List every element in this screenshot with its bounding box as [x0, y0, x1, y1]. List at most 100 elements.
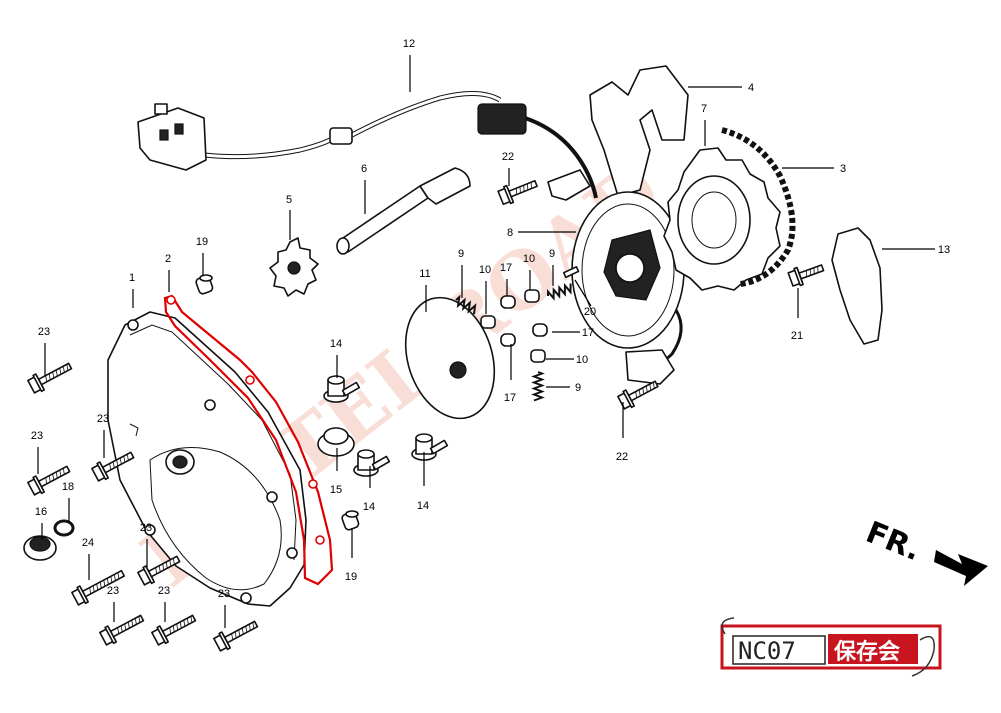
- callout-number: 12: [403, 38, 415, 50]
- flange-bolt-14-part[interactable]: [411, 433, 449, 461]
- special-bolt-15-part[interactable]: [317, 427, 355, 457]
- bolt-23-part[interactable]: [137, 551, 183, 587]
- callout-number: 15: [330, 484, 342, 496]
- callout-number: 10: [576, 354, 588, 366]
- callout-number: 6: [361, 163, 367, 175]
- cap-17-part[interactable]: [532, 323, 548, 337]
- callout-number: 5: [286, 194, 292, 206]
- direction-arrow-icon: [934, 550, 988, 586]
- chain-guide-part[interactable]: [589, 65, 689, 197]
- flange-bolt-14-part[interactable]: [323, 375, 361, 403]
- callout-plate: 11: [419, 268, 431, 312]
- callout-number: 23: [107, 585, 119, 597]
- callout-number: 23: [218, 588, 230, 600]
- callout-bolt: 22: [502, 151, 514, 186]
- spring-9-part[interactable]: [531, 371, 545, 402]
- callout-number: 23: [97, 413, 109, 425]
- callout-number: 8: [507, 227, 513, 239]
- callout-cap: 17: [500, 262, 512, 296]
- callout-number: 11: [419, 268, 430, 280]
- plug-16-part[interactable]: [23, 535, 57, 561]
- bolt-23-part[interactable]: [27, 461, 73, 497]
- callout-number: 23: [158, 585, 170, 597]
- bolt-23-part[interactable]: [151, 610, 198, 647]
- callout-number: 22: [616, 451, 628, 463]
- bolt-23-part[interactable]: [27, 358, 74, 395]
- callout-chain: 3: [782, 163, 846, 175]
- o-ring-18-part[interactable]: [53, 519, 75, 537]
- callout-number: 10: [479, 264, 491, 276]
- callout-bolt: 23: [140, 522, 152, 568]
- callout-gasket: 2: [165, 253, 171, 292]
- callout-number: 14: [363, 501, 375, 513]
- callout-number: 14: [330, 338, 342, 350]
- callout-number: 2: [165, 253, 171, 265]
- wire-harness-part[interactable]: [137, 91, 598, 199]
- roller-10-part[interactable]: [480, 315, 496, 329]
- callout-number: 17: [504, 392, 516, 404]
- cap-17-part[interactable]: [500, 333, 516, 347]
- callout-number: 23: [38, 326, 50, 338]
- bolt-23-part[interactable]: [99, 610, 146, 647]
- front-direction-indicator: FR.: [861, 515, 988, 586]
- cover-part[interactable]: [107, 311, 307, 607]
- callout-number: 19: [345, 571, 357, 583]
- bolt-23-part[interactable]: [213, 616, 260, 653]
- shaft-part[interactable]: [336, 167, 471, 255]
- dragon-emblem-icon: [721, 617, 935, 677]
- callout-number: 1: [129, 272, 135, 284]
- callout-bolt: 23: [97, 413, 109, 458]
- callout-spring: 9: [458, 248, 464, 298]
- spring-9-part[interactable]: [547, 282, 574, 301]
- callout-roller: 10: [479, 264, 491, 314]
- callout-bolt: 22: [616, 402, 628, 463]
- callout-number: 9: [549, 248, 555, 260]
- callout-cap: 17: [552, 327, 594, 339]
- tensioner-part[interactable]: [831, 227, 883, 345]
- callout-chain-guide: 4: [688, 82, 754, 94]
- small-sprocket-part[interactable]: [269, 237, 319, 297]
- dowel-19-part[interactable]: [341, 510, 360, 531]
- bracket-part[interactable]: [547, 169, 591, 201]
- callout-number: 23: [140, 522, 152, 534]
- bolt-21-part[interactable]: [787, 259, 826, 288]
- bolt-24-part[interactable]: [71, 565, 127, 606]
- sprocket-part[interactable]: [663, 147, 781, 291]
- callout-cover: 1: [129, 272, 135, 308]
- callout-shaft: 6: [361, 163, 367, 214]
- gasket-part[interactable]: [163, 294, 334, 586]
- club-badge: NC07 保存会: [720, 617, 942, 677]
- callout-small-sprocket: 5: [286, 194, 292, 240]
- callout-number: 22: [502, 151, 514, 163]
- chain-part[interactable]: [721, 127, 796, 287]
- badge-code: NC07: [738, 637, 796, 665]
- cap-17-part[interactable]: [500, 295, 516, 309]
- callout-roller: 10: [546, 354, 588, 366]
- dowel-19-part[interactable]: [195, 274, 214, 295]
- callout-dowel: 19: [196, 236, 208, 276]
- roller-10-part[interactable]: [530, 349, 546, 363]
- bolt-23-part[interactable]: [91, 447, 137, 483]
- rotor-part[interactable]: [571, 191, 685, 385]
- callout-number: 17: [582, 327, 594, 339]
- flange-bolt-14-part[interactable]: [353, 449, 391, 477]
- callout-sprocket: 7: [701, 103, 707, 146]
- spring-9-part[interactable]: [454, 294, 478, 315]
- roller-10-part[interactable]: [524, 289, 540, 303]
- callout-bolt: 23: [31, 430, 43, 474]
- callout-number: 9: [458, 248, 464, 260]
- callout-roller: 10: [523, 253, 535, 290]
- bolt-22-part[interactable]: [617, 376, 661, 411]
- bolt-22-part[interactable]: [497, 175, 539, 206]
- callout-o-ring: 18: [62, 481, 74, 522]
- badge-kanji: 保存会: [833, 639, 900, 665]
- callout-dowel: 19: [345, 528, 357, 583]
- callout-number: 24: [82, 537, 94, 549]
- callout-number: 19: [196, 236, 208, 248]
- plate-part[interactable]: [391, 286, 509, 430]
- pin-20-part[interactable]: [562, 266, 580, 279]
- callout-bolt: 23: [218, 588, 230, 628]
- callout-flange-bolt: 14: [417, 452, 429, 512]
